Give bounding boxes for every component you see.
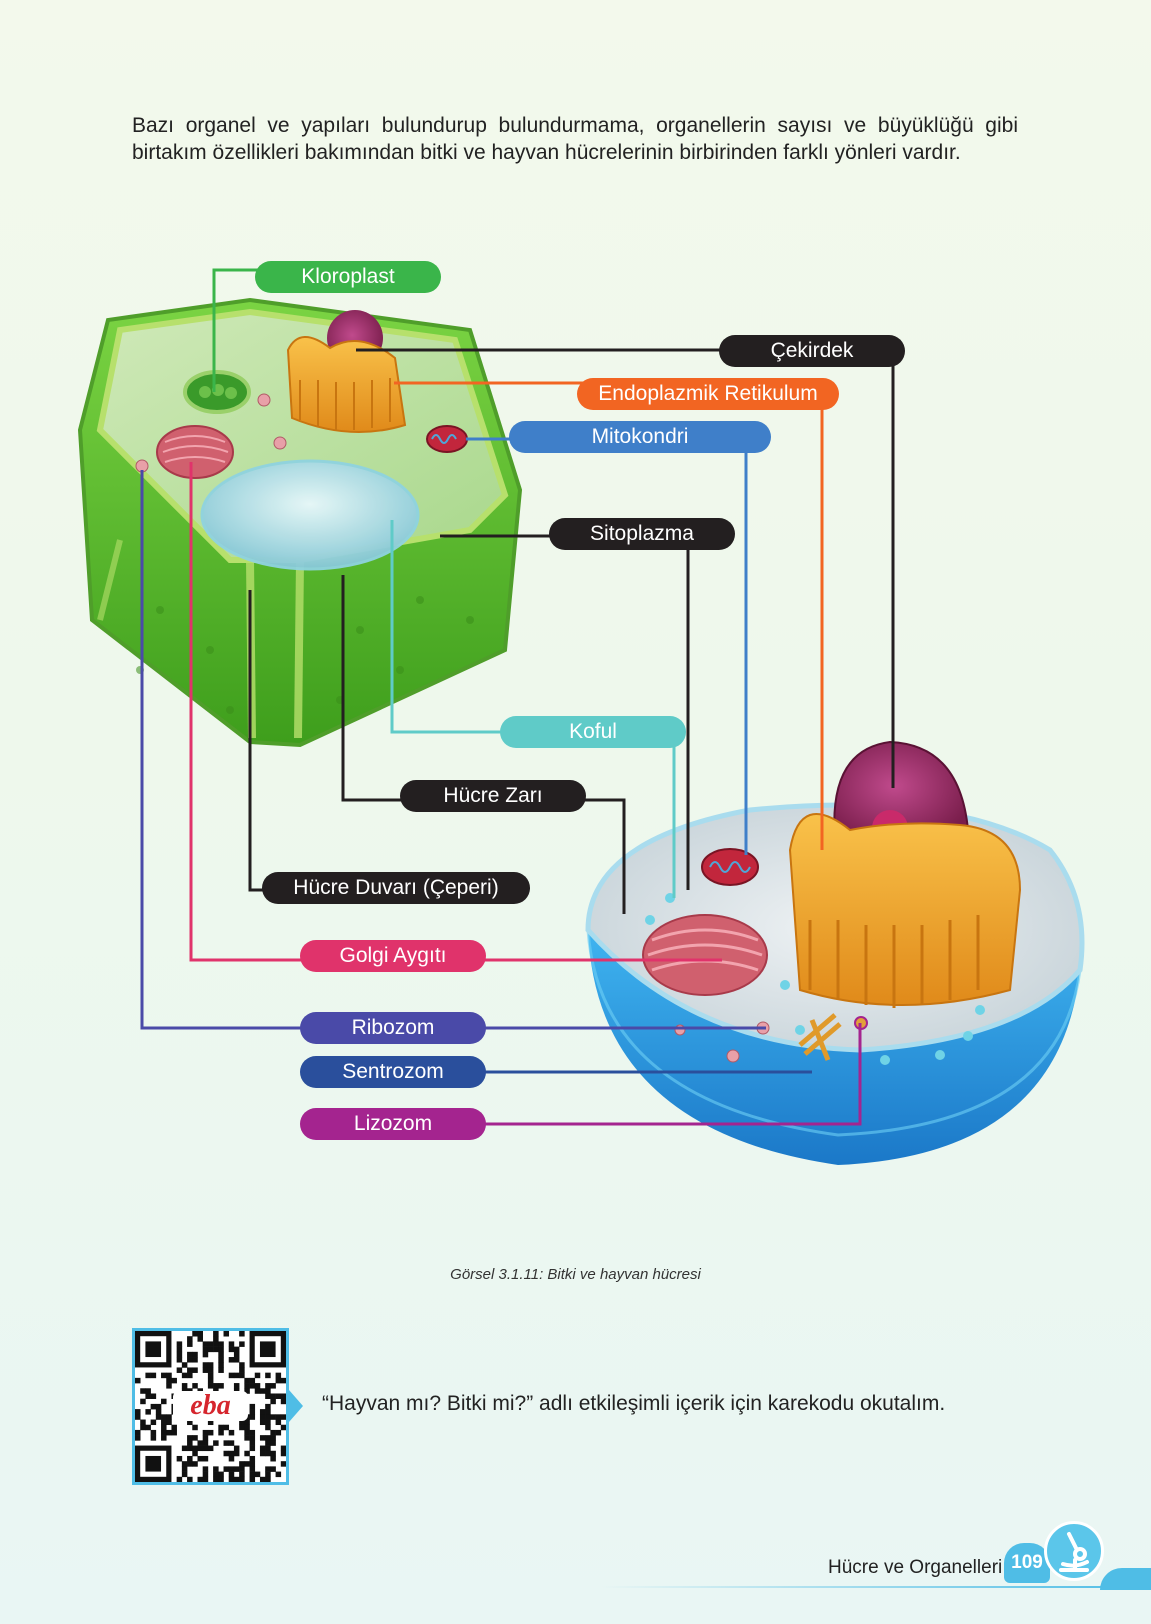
footer-line bbox=[600, 1586, 1140, 1588]
label-koful: Koful bbox=[500, 716, 686, 748]
label-golgi-aygiti: Golgi Aygıtı bbox=[300, 940, 486, 972]
footer-section-title: Hücre ve Organelleri bbox=[828, 1557, 1003, 1578]
figure-caption: Görsel 3.1.11: Bitki ve hayvan hücresi bbox=[450, 1266, 701, 1283]
qr-pointer-arrow bbox=[289, 1390, 303, 1422]
eba-logo: eba bbox=[173, 1391, 248, 1421]
qr-code[interactable]: eba bbox=[132, 1328, 289, 1485]
microscope-icon bbox=[1044, 1521, 1104, 1581]
label-lizozom: Lizozom bbox=[300, 1108, 486, 1140]
label-sitoplazma: Sitoplazma bbox=[549, 518, 735, 550]
cell-diagram bbox=[77, 268, 1085, 1165]
qr-instruction-text: “Hayvan mı? Bitki mi?” adlı etkileşimli … bbox=[322, 1392, 946, 1415]
label-ribozom: Ribozom bbox=[300, 1012, 486, 1044]
label-sentrozom: Sentrozom bbox=[300, 1056, 486, 1088]
label-kloroplast: Kloroplast bbox=[255, 261, 441, 293]
label-endoplazmik-retikulum: Endoplazmik Retikulum bbox=[577, 378, 839, 410]
footer-wave bbox=[1100, 1568, 1151, 1590]
label-hucre-zari: Hücre Zarı bbox=[400, 780, 586, 812]
label-mitokondri: Mitokondri bbox=[509, 421, 771, 453]
label-cekirdek: Çekirdek bbox=[719, 335, 905, 367]
plant-cell bbox=[77, 297, 523, 748]
intro-paragraph: Bazı organel ve yapıları bulundurup bulu… bbox=[132, 114, 1018, 164]
label-hucre-duvari: Hücre Duvarı (Çeperi) bbox=[262, 872, 530, 904]
page-number: 109 bbox=[1004, 1543, 1050, 1583]
animal-cell bbox=[585, 740, 1085, 1165]
